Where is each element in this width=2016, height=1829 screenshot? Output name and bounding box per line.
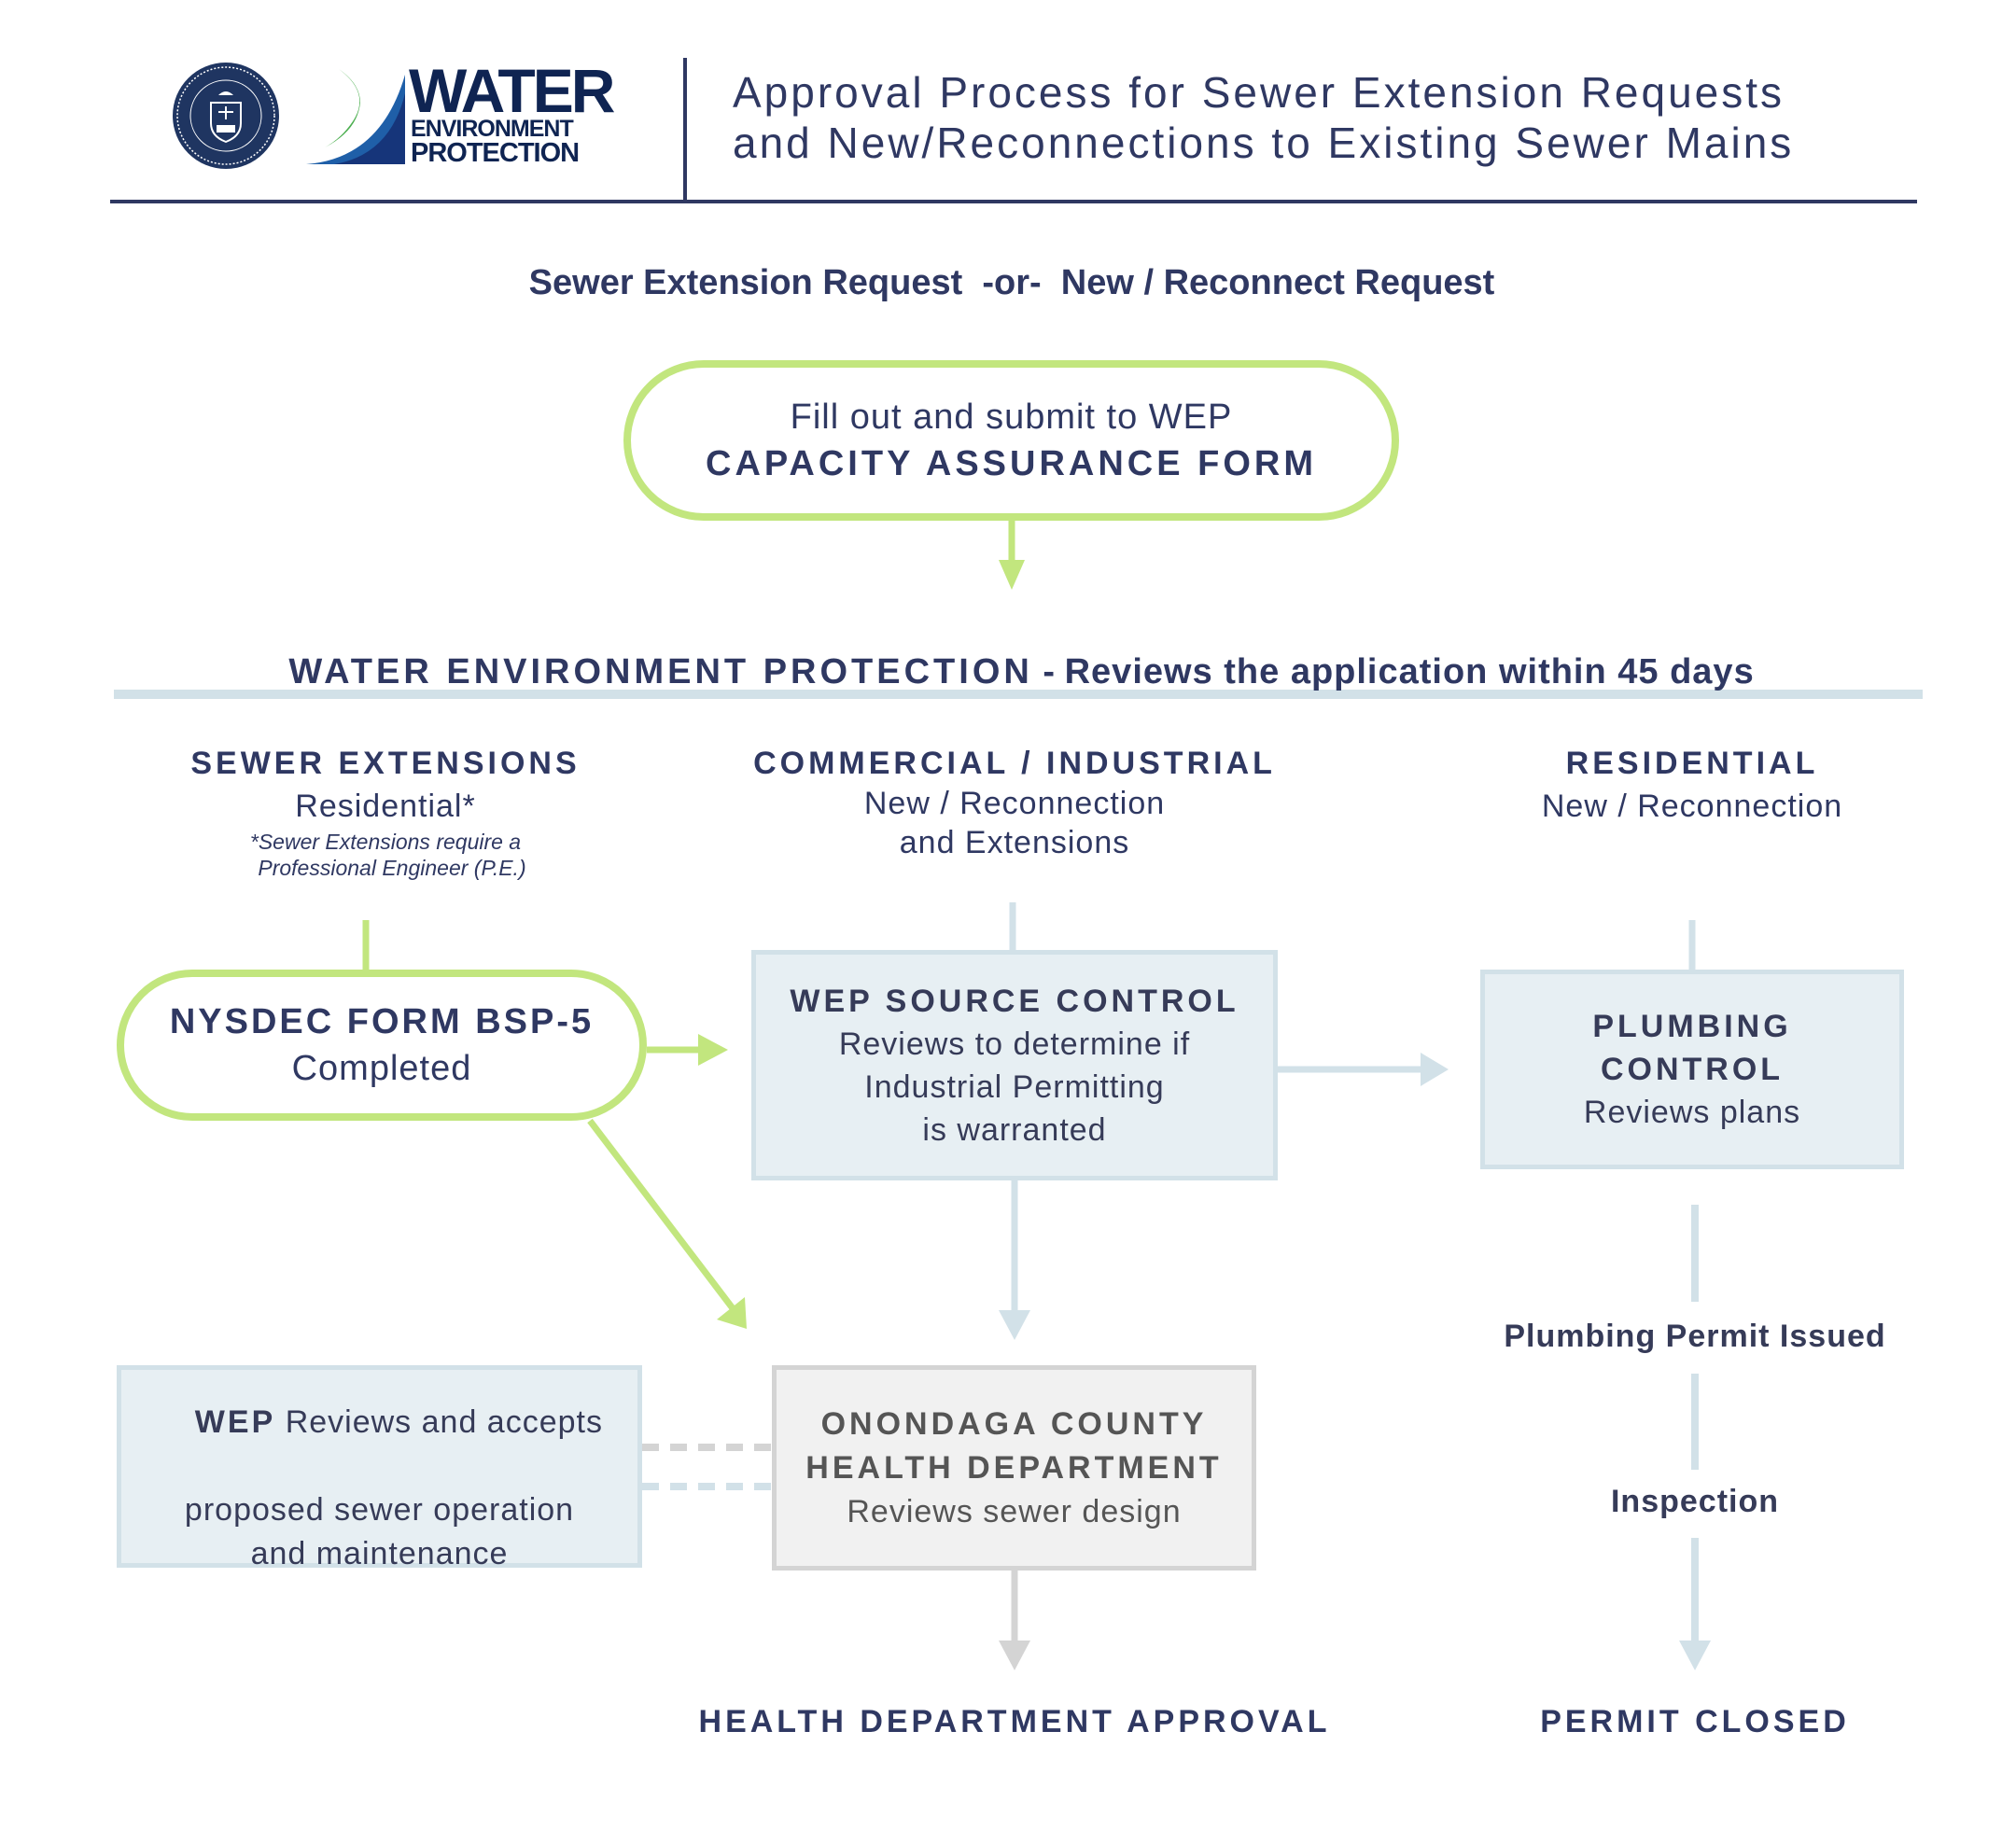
nysdec-body: Completed [291, 1049, 472, 1088]
onondaga-county-seal-icon [172, 62, 280, 170]
nysdec-form-node: NYSDEC FORM BSP-5 Completed [117, 970, 647, 1121]
column-footnote-line-2: Professional Engineer (P.E.) [258, 856, 526, 880]
wep-om-line1-rest: Reviews and accepts [275, 1404, 603, 1440]
column-heading: COMMERCIAL / INDUSTRIAL [753, 746, 1276, 781]
source-control-body-1: Reviews to determine if [838, 1026, 1191, 1062]
plumbing-control-node: PLUMBING CONTROL Reviews plans [1480, 970, 1904, 1169]
column-subline: New / Reconnection [1541, 789, 1843, 824]
arrowhead-source-to-plumbing [1421, 1053, 1449, 1086]
wep-om-bold: WEP [194, 1404, 276, 1440]
nysdec-title: NYSDEC FORM BSP-5 [169, 1002, 595, 1041]
source-control-body-2: Industrial Permitting [864, 1068, 1165, 1105]
capacity-assurance-form-node: Fill out and submit to WEP CAPACITY ASSU… [623, 360, 1399, 521]
arrowhead-source-to-health [999, 1310, 1030, 1340]
column-residential: RESIDENTIAL New / Reconnection [1459, 743, 1925, 829]
health-department-approval: HEALTH DEPARTMENT APPROVAL [698, 1704, 1331, 1739]
page-title-line-1: Approval Process for Sewer Extension Req… [733, 68, 1785, 117]
section-rule [114, 690, 1923, 699]
plumbing-control-title-1: PLUMBING [1592, 1009, 1792, 1044]
health-department-node: ONONDAGA COUNTY HEALTH DEPARTMENT Review… [772, 1365, 1256, 1571]
plumbing-control-title-2: CONTROL [1600, 1052, 1785, 1087]
column-commercial-industrial: COMMERCIAL / INDUSTRIAL New / Reconnecti… [735, 743, 1295, 862]
water-environment-protection-logo: WATER ENVIRONMENT PROTECTION [306, 60, 633, 168]
page-title-line-2: and New/Reconnections to Existing Sewer … [733, 119, 1795, 167]
inspection-step: Inspection [1610, 1484, 1780, 1519]
wep-review-statement: WATER ENVIRONMENT PROTECTION - Reviews t… [0, 612, 2016, 692]
page-title: Approval Process for Sewer Extension Req… [733, 67, 1794, 168]
header-divider-vertical [683, 58, 687, 202]
health-body: Reviews sewer design [847, 1493, 1182, 1529]
column-sewer-extensions: SEWER EXTENSIONS Residential* *Sewer Ext… [152, 743, 619, 881]
column-subline: New / Reconnection [863, 786, 1166, 821]
header: WATER ENVIRONMENT PROTECTION Approval Pr… [0, 0, 2016, 215]
plumbing-control-body: Reviews plans [1583, 1095, 1801, 1130]
arrowhead-health-to-approval [999, 1641, 1030, 1670]
wep-review-agency: WATER ENVIRONMENT PROTECTION [288, 652, 1033, 691]
logo-word-water: WATER [409, 56, 615, 125]
source-control-node: WEP SOURCE CONTROL Reviews to determine … [751, 950, 1278, 1180]
header-rule [110, 200, 1917, 203]
arrowhead-nysdec-to-source-control [698, 1034, 728, 1066]
logo-word-environment: ENVIRONMENT [411, 116, 574, 142]
arrowhead-capacity-to-wep [999, 560, 1025, 590]
permit-closed: PERMIT CLOSED [1540, 1704, 1850, 1739]
source-control-title: WEP SOURCE CONTROL [790, 983, 1239, 1019]
column-heading: RESIDENTIAL [1565, 746, 1819, 781]
request-types: Sewer Extension Request -or- New / Recon… [528, 263, 1495, 302]
wep-om-line-2: proposed sewer operation [184, 1492, 575, 1528]
wep-operation-maintenance-node: WEP Reviews and accepts proposed sewer o… [117, 1365, 642, 1571]
column-heading: SEWER EXTENSIONS [190, 746, 581, 781]
column-subline: Residential* [295, 789, 476, 824]
plumbing-permit-issued: Plumbing Permit Issued [1504, 1319, 1886, 1354]
capacity-form-line2: CAPACITY ASSURANCE FORM [706, 444, 1317, 483]
health-title-2: HEALTH DEPARTMENT [805, 1449, 1223, 1486]
wep-om-line-1: WEP Reviews and accepts [156, 1357, 603, 1488]
column-footnote-line-1: *Sewer Extensions require a [249, 830, 522, 854]
wep-om-line-3: and maintenance [250, 1536, 509, 1571]
wep-review-separator: - [1032, 652, 1065, 691]
health-title-1: ONONDAGA COUNTY [820, 1405, 1208, 1442]
arrowhead-inspection-to-closed [1679, 1641, 1711, 1670]
arrow-nysdec-to-health [587, 1118, 738, 1315]
wep-review-action: Reviews the application within 45 days [1064, 652, 1755, 691]
logo-word-protection: PROTECTION [411, 138, 580, 168]
arrowhead-nysdec-to-health [717, 1297, 747, 1329]
wave-mark-icon [306, 69, 405, 164]
source-control-body-3: is warranted [922, 1111, 1107, 1148]
column-subline: and Extensions [899, 825, 1130, 860]
capacity-form-line1: Fill out and submit to WEP [790, 398, 1233, 437]
